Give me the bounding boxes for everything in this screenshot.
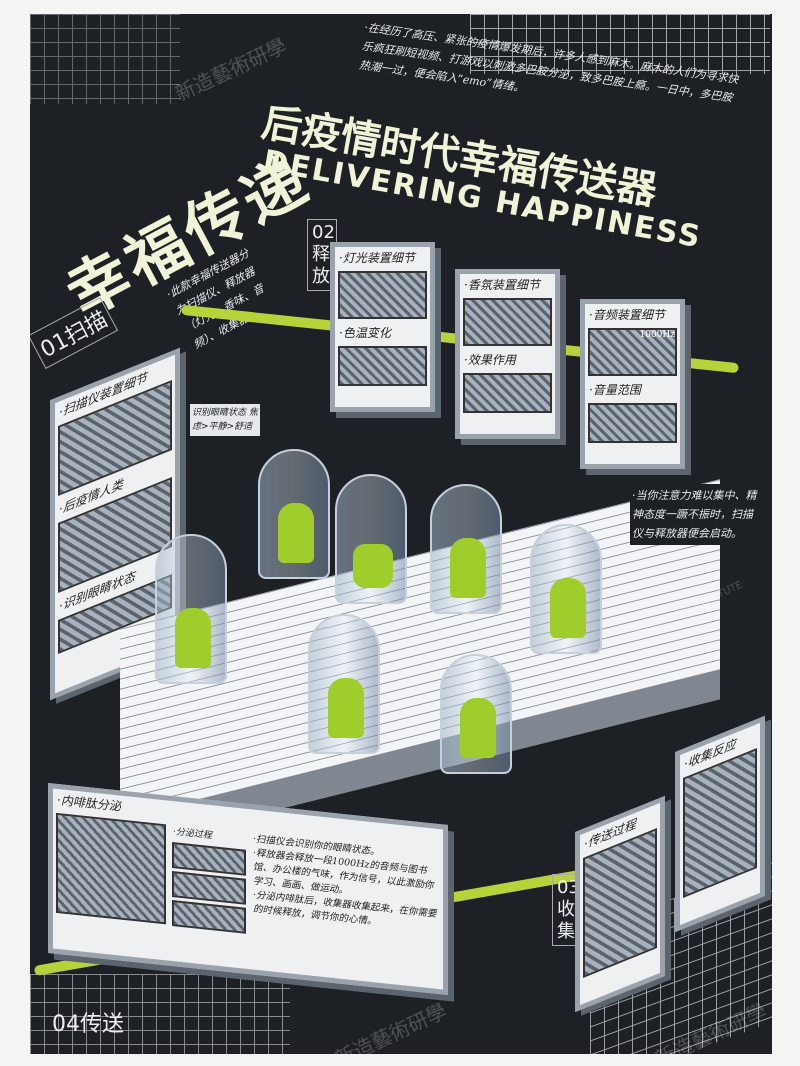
light-panel-sub: ·色温变化 <box>339 326 391 340</box>
volume-illustration <box>588 403 677 443</box>
section-label-transfer: 04传送 <box>52 1012 124 1037</box>
light-illustration <box>338 271 427 319</box>
audio-readout: 1000Hz <box>588 328 677 376</box>
audio-panel-title: ·音频装置细节 <box>589 308 665 322</box>
light-panel: ·灯光装置细节 ·色温变化 <box>330 242 435 412</box>
color-temp-illustration <box>338 346 427 386</box>
collect-reaction-panel: ·收集反应 <box>675 715 765 933</box>
section-label-scan: 01扫描 <box>30 296 119 370</box>
process-illustration <box>172 842 246 876</box>
scent-panel: ·香氛装置细节 ·效果作用 <box>455 269 560 439</box>
tower-object <box>450 538 486 598</box>
human-figure <box>460 698 496 758</box>
poster: 幸福传递 后疫情时代幸福传送器 DELIVERING HAPPINESS ·在经… <box>30 14 772 1054</box>
glass-dome <box>430 484 502 614</box>
process-illustration <box>172 871 246 905</box>
glass-dome <box>530 524 602 654</box>
dodecahedron <box>353 544 393 588</box>
glass-dome <box>335 474 407 604</box>
audio-panel-sub: ·音量范围 <box>589 383 641 397</box>
grid-decoration <box>30 14 180 104</box>
scent-panel-title: ·香氛装置细节 <box>464 278 540 292</box>
transfer-process-panel: ·传送过程 <box>575 795 665 1013</box>
scent-illustration <box>463 298 552 346</box>
brain-illustration <box>56 812 166 925</box>
scent-panel-sub: ·效果作用 <box>464 353 516 367</box>
human-figure <box>550 578 586 638</box>
glass-dome <box>258 449 330 579</box>
audio-panel: ·音频装置细节 1000Hz ·音量范围 <box>580 299 685 469</box>
human-figure <box>175 608 211 668</box>
grid-decoration <box>470 14 770 74</box>
glass-dome <box>440 654 512 774</box>
human-figure <box>278 503 314 563</box>
watermark: 新造藝術研學 <box>331 998 451 1054</box>
gears-illustration <box>583 828 657 978</box>
human-figure <box>328 678 364 738</box>
trigger-note: ·当你注意力难以集中、精神态度一蹶不振时，扫描仪与释放器便会启动。 <box>630 484 765 545</box>
scan-side-text: 识别眼睛状态 焦虑>平静>舒适 <box>190 404 260 436</box>
pattern-illustration <box>683 748 757 898</box>
grid-decoration <box>30 974 290 1054</box>
effect-illustration <box>463 373 552 413</box>
process-illustration <box>172 900 246 934</box>
light-panel-title: ·灯光装置细节 <box>339 251 415 265</box>
glass-dome <box>155 534 227 684</box>
glass-dome <box>308 614 380 754</box>
